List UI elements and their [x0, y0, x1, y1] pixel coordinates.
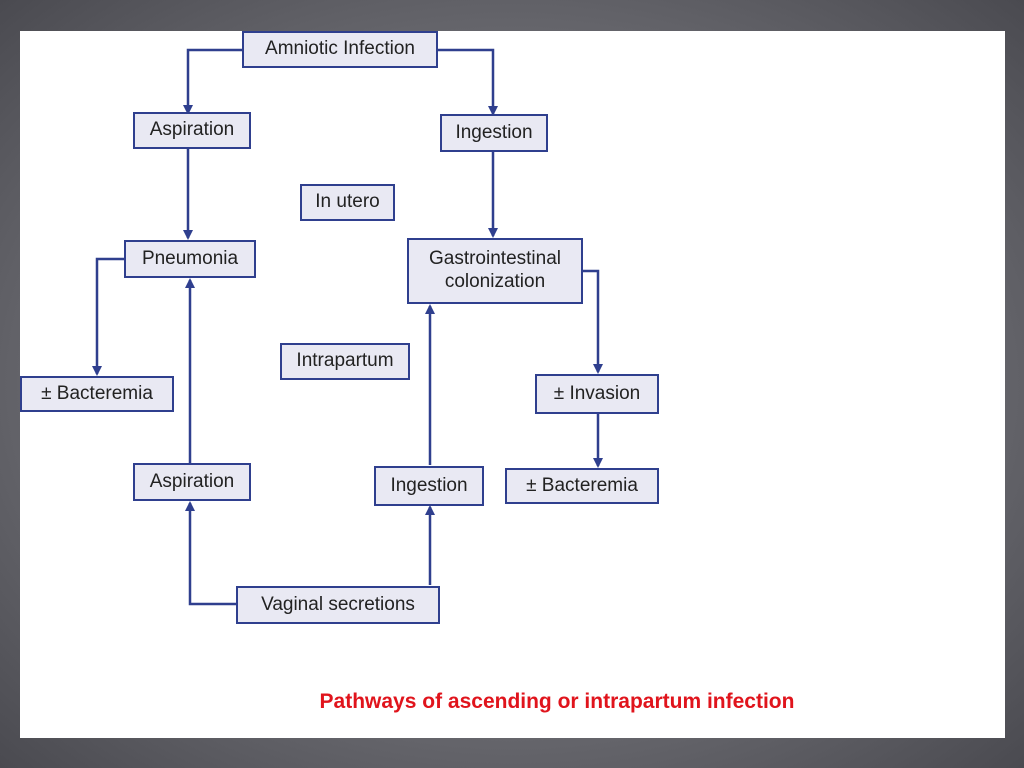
amniotic-infection-box: Amniotic Infection — [242, 31, 438, 68]
amniotic-infection-label: Amniotic Infection — [265, 38, 415, 60]
arrow-amniotic-to-aspiration — [183, 48, 243, 115]
pneumonia-box: Pneumonia — [124, 240, 256, 278]
ingestion-bottom-label: Ingestion — [390, 474, 468, 496]
gi-colonization-box: Gastrointestinal colonization — [407, 238, 583, 304]
in-utero-box: In utero — [300, 184, 395, 221]
pneumonia-label: Pneumonia — [141, 247, 239, 269]
bacteremia-left-box: ± Bacteremia — [20, 376, 174, 412]
bacteremia-right-label: ± Bacteremia — [526, 474, 638, 496]
figure-caption-text: Pathways of ascending or intrapartum inf… — [319, 690, 795, 713]
invasion-box: ± Invasion — [535, 374, 659, 414]
aspiration-top-box: Aspiration — [133, 112, 251, 149]
ingestion-top-label: Ingestion — [455, 121, 533, 143]
bacteremia-left-label: ± Bacteremia — [41, 382, 153, 404]
aspiration-bottom-box: Aspiration — [133, 463, 251, 501]
vaginal-secretions-box: Vaginal secretions — [236, 586, 440, 624]
figure-caption: Pathways of ascending or intrapartum inf… — [0, 690, 1024, 714]
invasion-label: ± Invasion — [553, 382, 641, 404]
arrow-amniotic-to-ingestion — [437, 48, 498, 116]
arrow-gi-to-invasion — [583, 269, 603, 374]
arrow-vaginal-to-aspiration — [185, 501, 237, 606]
gi-colonization-label: Gastrointestinal colonization — [428, 248, 561, 292]
intrapartum-label: Intrapartum — [296, 350, 394, 372]
bacteremia-right-box: ± Bacteremia — [505, 468, 659, 504]
ingestion-bottom-box: Ingestion — [374, 466, 484, 506]
intrapartum-box: Intrapartum — [280, 343, 410, 380]
vaginal-secretions-label: Vaginal secretions — [261, 593, 415, 615]
arrow-pneumonia-to-bacteremia — [92, 257, 125, 376]
in-utero-label: In utero — [315, 191, 380, 213]
aspiration-bottom-label: Aspiration — [149, 470, 235, 492]
ingestion-top-box: Ingestion — [440, 114, 548, 152]
aspiration-top-label: Aspiration — [149, 119, 235, 141]
